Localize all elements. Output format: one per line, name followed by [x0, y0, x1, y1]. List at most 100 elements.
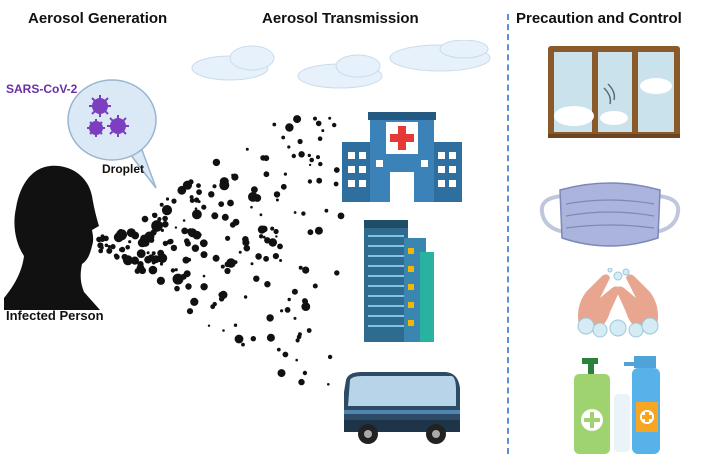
aerosol-particle [277, 369, 286, 378]
aerosol-particle [170, 244, 178, 252]
aerosol-particle [260, 155, 266, 161]
aerosol-particle [275, 235, 278, 238]
aerosol-particle [187, 228, 197, 238]
aerosol-particle [238, 250, 242, 254]
aerosol-particle [301, 302, 311, 311]
aerosol-particle [212, 158, 221, 167]
aerosol-particle [222, 329, 225, 332]
aerosol-particle [302, 266, 310, 274]
aerosol-particle [291, 153, 296, 159]
aerosol-particle [194, 207, 198, 210]
aerosol-particle [221, 213, 229, 221]
aerosol-particle [302, 370, 308, 376]
aerosol-particle [307, 153, 311, 158]
aerosol-particle [332, 122, 337, 128]
aerosol-particle [201, 204, 207, 210]
aerosol-particle [139, 267, 146, 275]
aerosol-particle [257, 225, 266, 234]
aerosol-particle [170, 268, 176, 273]
aerosol-particle [316, 155, 320, 160]
aerosol-particle [200, 283, 208, 291]
sanitizer-bottles-icon [574, 356, 660, 454]
aerosol-particle [165, 205, 169, 209]
aerosol-particle [199, 239, 208, 248]
aerosol-particle [268, 238, 277, 247]
aerosol-particle [114, 254, 120, 260]
aerosol-particle [251, 186, 258, 194]
aerosol-particle [298, 265, 303, 270]
aerosol-particle [119, 247, 123, 252]
bus-icon [344, 372, 460, 444]
hospital-icon [342, 112, 462, 202]
aerosol-particle [152, 213, 155, 217]
aerosol-particle [191, 244, 200, 252]
aerosol-particle [162, 215, 168, 222]
aerosol-particle [263, 255, 269, 262]
aerosol-particle [307, 179, 313, 184]
aerosol-particle [151, 251, 156, 256]
aerosol-particle [192, 209, 202, 220]
aerosol-particle [291, 288, 298, 295]
aerosol-particle [266, 333, 275, 342]
aerosol-particle [287, 145, 291, 149]
aerosol-particle [298, 378, 305, 386]
aerosol-particle [182, 256, 190, 264]
aerosol-particle [224, 267, 231, 275]
aerosol-particle [156, 276, 165, 285]
aerosol-particle [139, 252, 142, 255]
aerosol-particle [234, 334, 244, 344]
aerosol-particle [276, 347, 281, 352]
aerosol-particle [172, 273, 184, 285]
aerosol-generation-heading: Aerosol Generation [28, 10, 168, 27]
aerosol-particle [140, 234, 149, 243]
aerosol-particle [141, 215, 149, 223]
droplet-bubble [67, 79, 157, 189]
aerosol-particle [317, 136, 323, 141]
aerosol-particle [168, 238, 174, 245]
aerosol-particle [165, 197, 170, 201]
cloud-icon [191, 40, 491, 89]
aerosol-particle [134, 268, 141, 274]
aerosol-particle [182, 180, 192, 190]
aerosol-particle [327, 354, 333, 360]
aerosol-particle [218, 296, 225, 302]
aerosol-particle [98, 248, 104, 254]
aerosol-particle [314, 226, 323, 235]
aerosol-particle [162, 221, 169, 228]
virus-icon [87, 95, 129, 137]
aerosol-particle [250, 336, 256, 342]
person-silhouette-icon [4, 165, 100, 310]
aerosol-particle [312, 283, 318, 289]
aerosol-particle [282, 351, 289, 358]
aerosol-particle [328, 116, 332, 120]
aerosol-particle [280, 183, 287, 190]
precaution-control-heading: Precaution and Control [516, 10, 682, 27]
aerosol-particle [218, 201, 225, 208]
aerosol-particle [211, 212, 219, 220]
aerosol-particle [200, 251, 208, 259]
aerosol-particle [107, 245, 111, 249]
aerosol-particle [162, 240, 169, 247]
aerosol-particle [96, 236, 102, 243]
aerosol-particle [275, 198, 279, 202]
aerosol-particle [229, 221, 236, 228]
hand-washing-icon [577, 268, 659, 338]
aerosol-particle [293, 211, 297, 214]
aerosol-transmission-heading: Aerosol Transmission [262, 10, 419, 27]
aerosol-particle [295, 338, 300, 343]
aerosol-particle [333, 181, 339, 187]
aerosol-particle [316, 177, 323, 184]
aerosol-particle [272, 253, 279, 260]
infected-person-label: Infected Person [6, 308, 104, 323]
aerosol-particle [318, 161, 323, 167]
section-divider [507, 14, 509, 454]
aerosol-particle [106, 247, 113, 254]
aerosol-particle [280, 309, 284, 313]
aerosol-particle [306, 328, 312, 333]
aerosol-particle [183, 270, 191, 278]
aerosol-particle [207, 324, 211, 327]
aerosol-particle [224, 261, 231, 268]
aerosol-particle [308, 163, 312, 167]
aerosol-particle [233, 323, 238, 327]
